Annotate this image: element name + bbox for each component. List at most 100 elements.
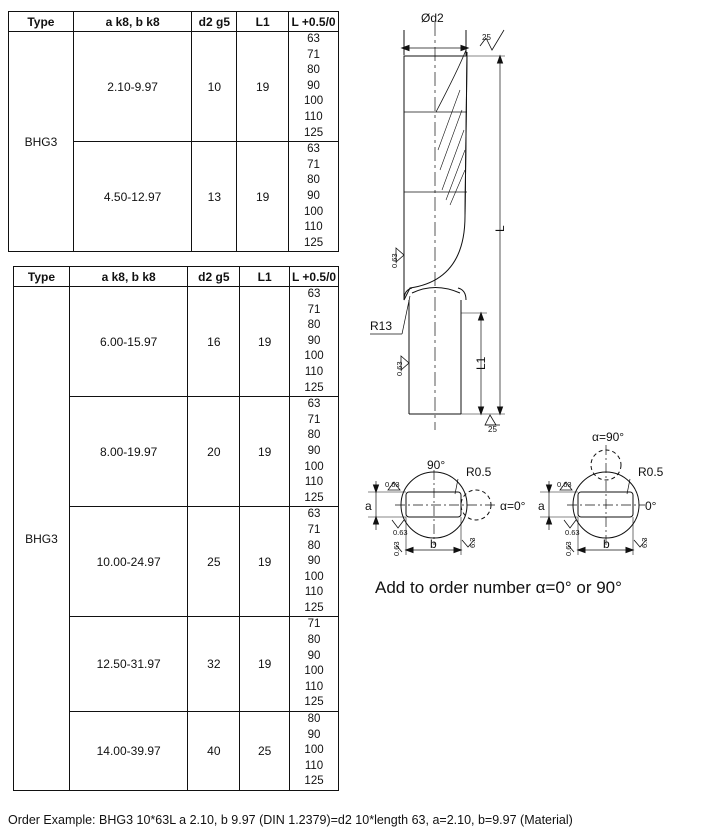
order-note: Add to order number α=0° or 90° (375, 578, 622, 597)
l1-cell: 19 (236, 30, 290, 143)
alpha-0-label: α=0° (500, 499, 526, 513)
length-value: 125 (304, 601, 324, 614)
d2-cell: 25 (187, 506, 241, 618)
ab-cell: 10.00-24.97 (68, 506, 189, 618)
alpha-90-view: a b α=90° R0.5 0° 0.63 0.63 0.63 6.3 (538, 430, 664, 556)
col-l1: L1 (236, 11, 290, 32)
roughness-063-upper: 0.63 (390, 253, 399, 268)
punch-side-view: Ød2 L L1 R13 25 25 0.63 (370, 11, 507, 434)
l1-cell: 19 (239, 616, 291, 713)
length-value: 90 (307, 728, 321, 741)
r05-label-2: R0.5 (638, 465, 664, 479)
ab-cell: 4.50-12.97 (72, 141, 193, 253)
type-cell: BHG3 (13, 286, 70, 791)
length-value: 100 (304, 460, 324, 473)
length-value: 110 (304, 221, 323, 234)
r05-label-1: R0.5 (466, 465, 492, 479)
length-value: 110 (304, 476, 324, 489)
length-value: 125 (304, 491, 324, 504)
length-value: 80 (307, 64, 320, 77)
length-value: 71 (307, 523, 321, 536)
d2-label: Ød2 (421, 11, 444, 25)
length-value: 90 (307, 555, 321, 568)
length-value: 71 (307, 48, 320, 61)
length-value: 100 (304, 350, 324, 363)
d2-cell: 40 (187, 711, 241, 791)
d2-cell: 13 (191, 141, 238, 253)
roughness-063-c: 0.63 (392, 541, 401, 556)
length-value: 90 (307, 444, 321, 457)
length-value: 100 (304, 570, 324, 583)
order-example: Order Example: BHG3 10*63L a 2.10, b 9.9… (8, 813, 573, 827)
col-l1: L1 (239, 266, 291, 287)
length-value: 125 (304, 381, 324, 394)
angle-0-label: 0° (645, 499, 657, 513)
ab-cell: 6.00-15.97 (68, 285, 189, 398)
ab-cell: 12.50-31.97 (68, 616, 189, 713)
col-type: Type (13, 266, 70, 287)
length-value: 110 (304, 759, 324, 772)
length-value: 110 (304, 586, 324, 599)
col-l: L +0.5/0 (288, 11, 339, 32)
length-value: 71 (307, 158, 320, 171)
length-value: 80 (307, 539, 321, 552)
a-label-2: a (538, 499, 545, 513)
length-value: 63 (307, 288, 321, 300)
length-value: 63 (307, 33, 320, 45)
length-value: 63 (307, 508, 321, 521)
length-value: 71 (307, 413, 321, 426)
length-list-cell: 63 71 80 90 100 110 125 (289, 506, 339, 618)
roughness-63-b: 6.3 (640, 538, 649, 548)
length-value: 100 (303, 205, 324, 218)
length-list-cell: 63 71 80 90 100 110 125 (288, 141, 339, 253)
roughness-25-bottom: 25 (488, 425, 497, 434)
col-l: L +0.5/0 (289, 266, 339, 287)
length-value: 125 (304, 696, 324, 709)
length-value: 110 (304, 110, 323, 123)
d2-cell: 32 (187, 616, 241, 713)
length-value: 90 (307, 649, 321, 662)
col-ab: a k8, b k8 (68, 266, 189, 287)
type-cell: BHG3 (8, 30, 74, 253)
ab-cell: 14.00-39.97 (68, 711, 189, 791)
l1-cell: 19 (239, 396, 291, 508)
length-value: 125 (303, 236, 324, 249)
length-value: 63 (307, 143, 320, 156)
length-value: 100 (304, 665, 324, 678)
col-d2: d2 g5 (187, 266, 241, 287)
length-value: 100 (303, 95, 324, 108)
length-value: 80 (307, 174, 320, 187)
length-value: 110 (304, 680, 324, 693)
length-value: 90 (307, 189, 320, 202)
col-type: Type (8, 11, 74, 32)
l1-label: L1 (474, 356, 488, 370)
length-value: 80 (307, 713, 321, 726)
col-d2: d2 g5 (191, 11, 238, 32)
length-value: 71 (307, 618, 321, 631)
roughness-063-a: 0.63 (385, 480, 400, 489)
l1-cell: 19 (236, 141, 290, 253)
length-value: 125 (303, 126, 324, 139)
b-label-2: b (603, 537, 610, 551)
length-value: 90 (307, 334, 321, 347)
length-value: 110 (304, 365, 324, 378)
alpha-90-label: α=90° (592, 430, 624, 444)
d2-cell: 10 (191, 30, 238, 143)
roughness-063-f: 0.63 (564, 541, 573, 556)
length-value: 80 (307, 429, 321, 442)
b-label-1: b (430, 537, 437, 551)
length-value: 80 (307, 319, 321, 332)
l1-cell: 19 (239, 285, 291, 398)
l1-cell: 25 (239, 711, 291, 791)
